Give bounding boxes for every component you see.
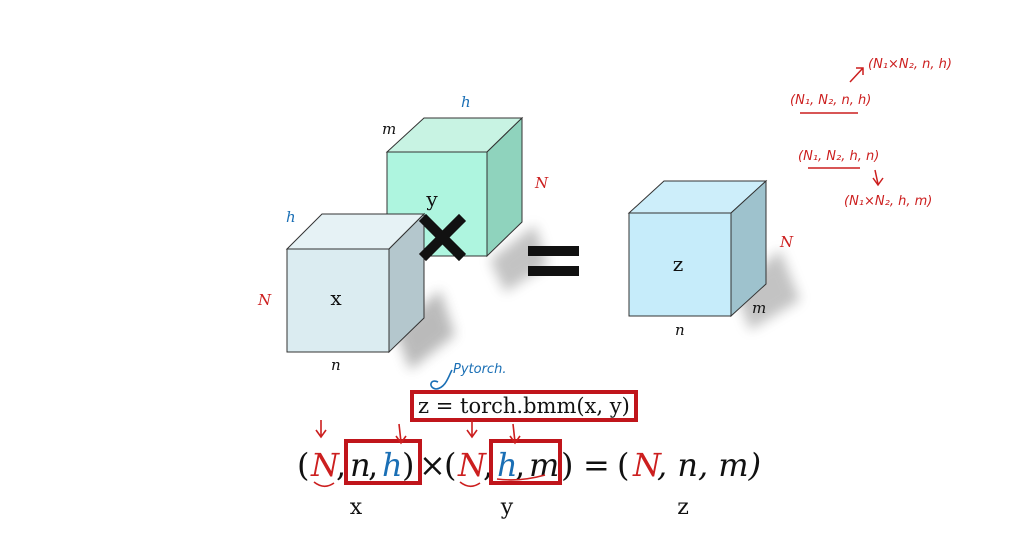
code-line: z = torch.bmm(x, y) [418, 394, 630, 418]
equation: ( N , n , h ) × ( N , h , m ) = ( N , n,… [297, 446, 761, 484]
eq-y-open: ( [444, 446, 456, 484]
eq-x-comma1: , [336, 446, 346, 484]
eq-z-open: ( [617, 446, 629, 484]
note-line2: (N₁, N₂, n, h) [790, 93, 871, 108]
eq-x-close: ) [402, 446, 414, 484]
cube-y-depth-label: m [382, 120, 396, 138]
under-label-z: z [677, 495, 689, 520]
eq-y-h: h [497, 446, 518, 484]
eq-x-comma2: , [368, 446, 378, 484]
eq-x-n: n [350, 446, 371, 484]
note-arrow-up [849, 67, 864, 83]
cube-y-side-label: N [534, 174, 549, 192]
cube-z-bottom-label: n [675, 321, 685, 339]
highlight-box-y [489, 439, 562, 485]
eq-x-h: h [382, 446, 403, 484]
cube-z [627, 179, 800, 330]
pytorch-arrow [430, 369, 453, 390]
cube-y [385, 116, 548, 292]
highlight-box-x [344, 439, 422, 485]
cube-y-top-label: h [461, 93, 471, 111]
eq-y-comma1: , [483, 446, 493, 484]
cube-x [285, 212, 455, 370]
eq-y-comma2: , [515, 446, 525, 484]
code-box [410, 390, 638, 422]
cube-z-depth-label: m [752, 299, 766, 317]
multiply-icon [418, 213, 467, 262]
eq-y-close: ) [561, 446, 573, 484]
pytorch-note: Pytorch. [453, 362, 506, 377]
note-line3: (N₁, N₂, h, n) [798, 149, 879, 164]
handwritten-notes: (N₁×N₂, n, h) (N₁, N₂, n, h) (N₁, N₂, h,… [790, 57, 952, 209]
eq-z-N: N [632, 446, 662, 484]
equation-annotations [313, 420, 546, 488]
eq-equals: = [583, 446, 610, 484]
cube-z-label: z [673, 252, 684, 276]
equals-icon [528, 246, 579, 276]
eq-x-open: ( [297, 446, 309, 484]
eq-x-N: N [310, 446, 340, 484]
eq-times: × [419, 446, 446, 484]
cube-x-top-label: h [286, 208, 296, 226]
cube-y-label: y [425, 187, 438, 211]
note-line4: (N₁×N₂, h, m) [844, 194, 932, 209]
cube-x-label: x [330, 286, 342, 310]
cube-z-side-label: N [779, 233, 794, 251]
note-line1: (N₁×N₂, n, h) [868, 57, 952, 72]
under-label-y: y [500, 495, 514, 520]
eq-y-N: N [457, 446, 487, 484]
eq-z-rest: , n, m) [657, 446, 761, 484]
note-arrow-down [872, 169, 884, 187]
under-label-x: x [350, 495, 363, 520]
cube-x-bottom-label: n [331, 356, 341, 374]
cube-x-side-label: N [257, 291, 272, 309]
